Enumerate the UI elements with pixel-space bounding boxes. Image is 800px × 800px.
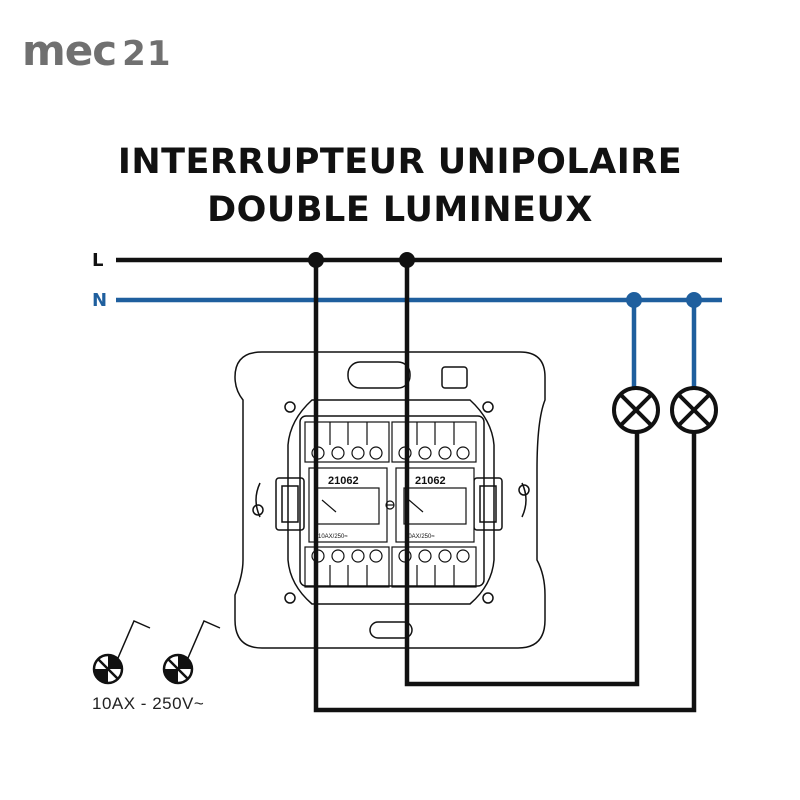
- switch-2-rating: 10AX/250≈: [405, 534, 435, 540]
- title-line-2: DOUBLE LUMINEUX: [207, 190, 593, 230]
- indicator-lamp-icon: [162, 620, 221, 685]
- phase-label: L: [92, 250, 103, 271]
- neutral-label: N: [92, 290, 107, 311]
- brand-name: mec: [22, 26, 117, 75]
- phase-junction-1: [308, 252, 324, 268]
- diagram-title: INTERRUPTEUR UNIPOLAIRE DOUBLE LUMINEUX: [0, 138, 800, 234]
- phase-junction-2: [399, 252, 415, 268]
- indicator-lamp-icon: [92, 620, 151, 685]
- lamp-icon: [612, 386, 660, 434]
- switch-1-code: 21062: [328, 475, 359, 487]
- neutral-junction-2: [686, 292, 702, 308]
- switch-2-code: 21062: [415, 475, 446, 487]
- mounting-plate: [234, 351, 546, 649]
- phase-feeds: [313, 260, 697, 713]
- neutral-junction-1: [626, 292, 642, 308]
- rating-label: 10AX - 250V~: [92, 694, 205, 713]
- neutral-drops: [631, 300, 697, 388]
- switch-1-rating: 10AX/250≈: [318, 534, 348, 540]
- title-line-1: INTERRUPTEUR UNIPOLAIRE: [117, 142, 683, 182]
- switch-module-2: [391, 421, 477, 588]
- center-screws: [385, 500, 395, 510]
- lamp-icon: [670, 386, 718, 434]
- brand-number: 21: [122, 34, 172, 74]
